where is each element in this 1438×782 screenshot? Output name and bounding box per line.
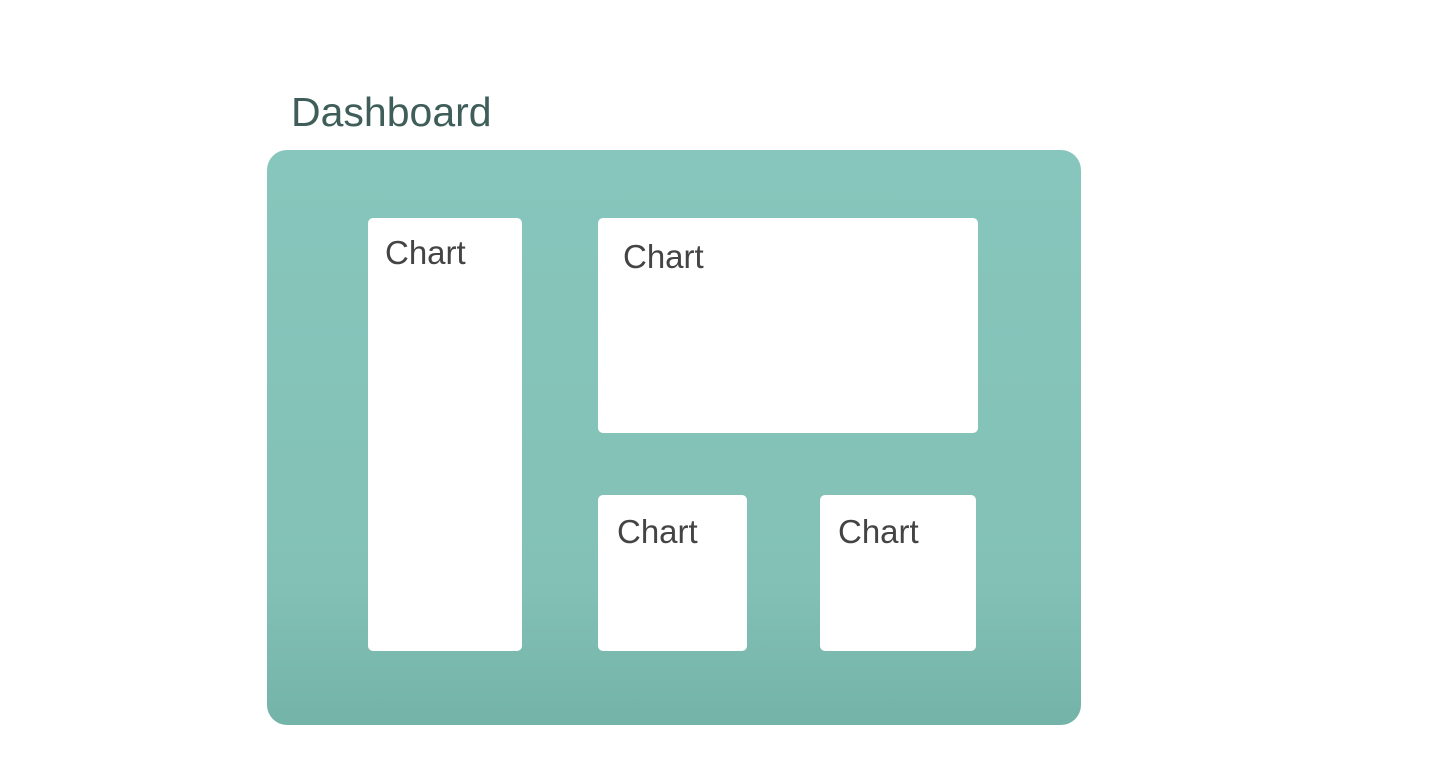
chart-card-small-left: Chart [598,495,747,651]
chart-card-tall: Chart [368,218,522,651]
chart-card-label: Chart [385,234,466,271]
chart-card-small-right: Chart [820,495,976,651]
dashboard-panel: Chart Chart Chart Chart [267,150,1081,725]
dashboard-title: Dashboard [291,89,492,135]
chart-card-label: Chart [617,513,698,550]
chart-card-wide: Chart [598,218,978,433]
chart-card-label: Chart [623,238,704,275]
chart-card-label: Chart [838,513,919,550]
